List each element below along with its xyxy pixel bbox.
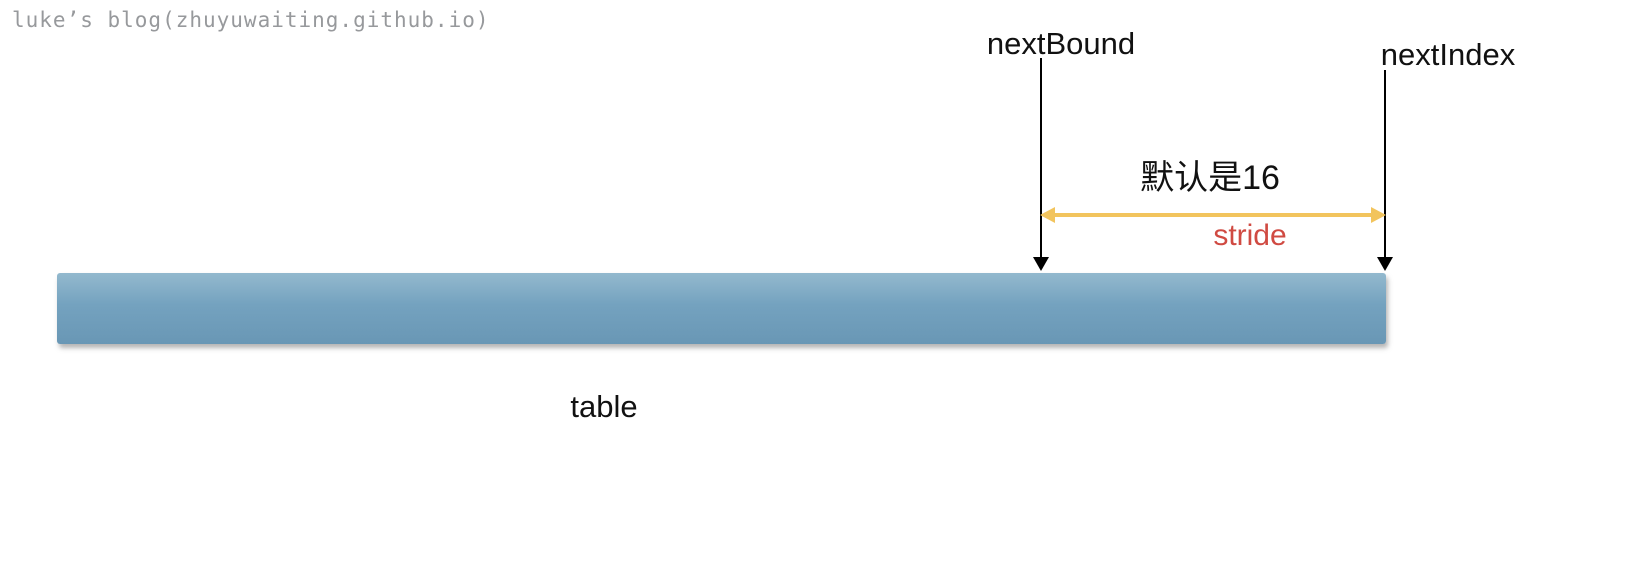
nextbound-arrow-line [1040,58,1042,259]
stride-span-right-arrowhead-icon [1371,207,1386,223]
stride-span-left-arrowhead-icon [1040,207,1055,223]
stride-label: stride [1213,219,1287,252]
table-bar [57,273,1386,344]
nextindex-label: nextIndex [1380,37,1516,72]
nextbound-label: nextBound [986,26,1136,61]
nextbound-arrowhead-icon [1033,257,1049,271]
stride-default-value-label: 默认是16 [1140,159,1280,197]
nextindex-arrow-line [1384,70,1386,259]
stride-span-arrow-line [1052,213,1374,217]
nextindex-arrowhead-icon [1377,257,1393,271]
table-label: table [570,389,638,424]
blog-watermark: luke’s blog(zhuyuwaiting.github.io) [12,8,490,32]
